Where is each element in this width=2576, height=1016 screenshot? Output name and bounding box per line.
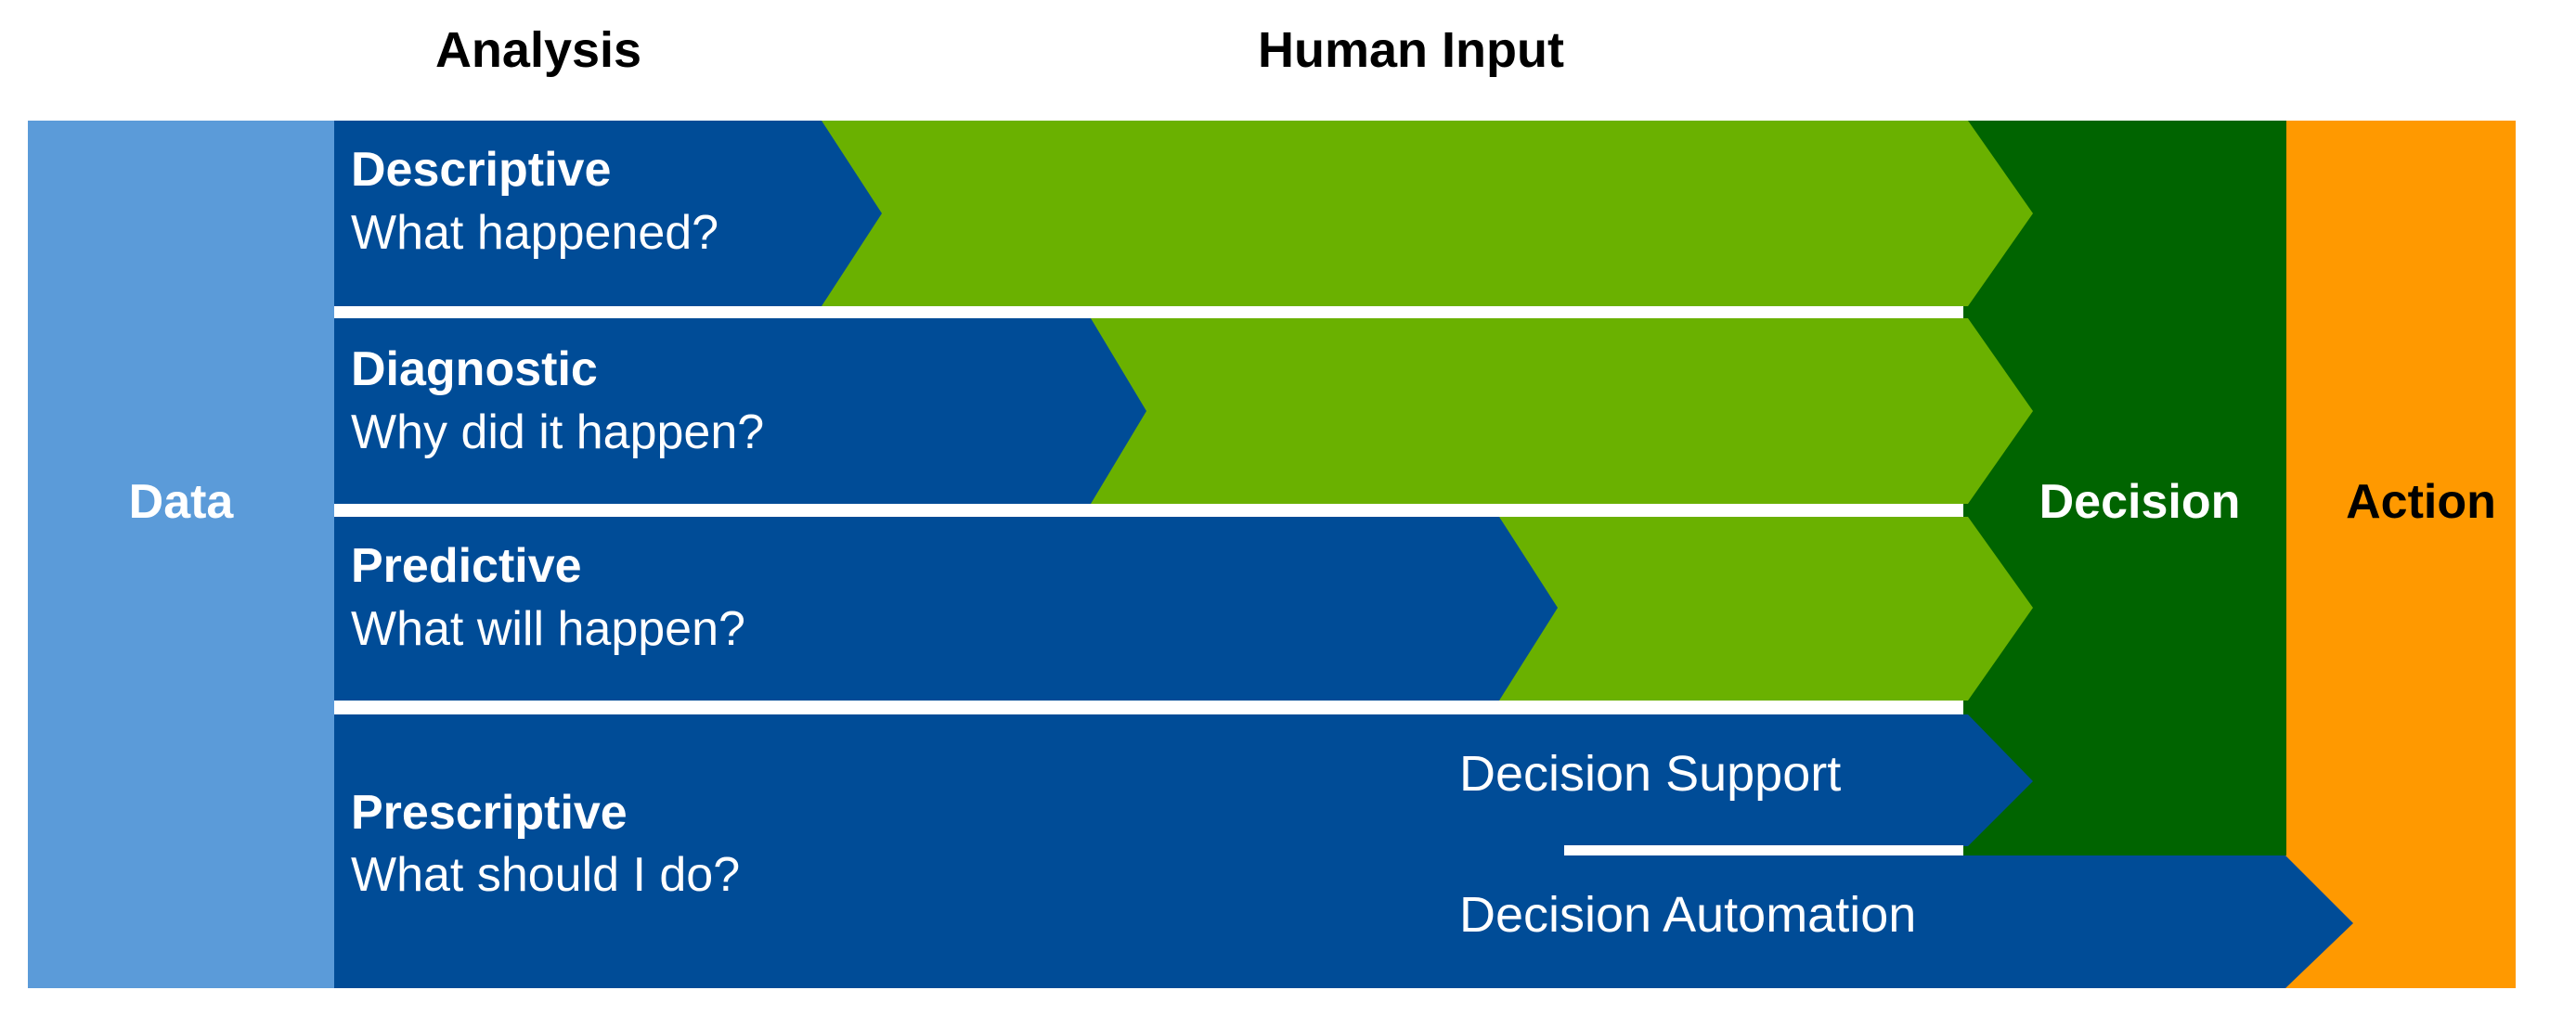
decision-column	[1963, 121, 2286, 855]
row-question: Why did it happen?	[351, 405, 764, 459]
analysis-arrow-diagnostic	[334, 318, 1146, 504]
row-question: What should I do?	[351, 848, 740, 902]
action-column	[2285, 121, 2516, 988]
data-label: Data	[129, 475, 235, 529]
decision-support-label: Decision Support	[1459, 746, 1841, 802]
row-title: Descriptive	[351, 143, 611, 197]
row-title: Prescriptive	[351, 786, 628, 840]
header-analysis: Analysis	[435, 22, 641, 78]
human-input-arrow-descriptive	[821, 121, 2033, 306]
header-human-input: Human Input	[1258, 22, 1564, 78]
analysis-arrow-predictive	[334, 517, 1558, 701]
analysis-arrow-descriptive	[334, 121, 882, 306]
row-question: What will happen?	[351, 602, 745, 656]
row-title: Diagnostic	[351, 342, 598, 396]
decision-automation-label: Decision Automation	[1459, 887, 1916, 943]
row-question: What happened?	[351, 206, 718, 260]
analysis-arrow-prescriptive	[334, 714, 2353, 988]
row-title: Predictive	[351, 539, 582, 593]
human-input-arrow-predictive	[1499, 517, 2033, 701]
decision-output-separator	[1564, 845, 1963, 854]
decision-label: Decision	[2039, 475, 2241, 529]
human-input-arrow-diagnostic	[1086, 318, 2033, 504]
action-label: Action	[2346, 475, 2496, 529]
data-column	[28, 121, 334, 988]
